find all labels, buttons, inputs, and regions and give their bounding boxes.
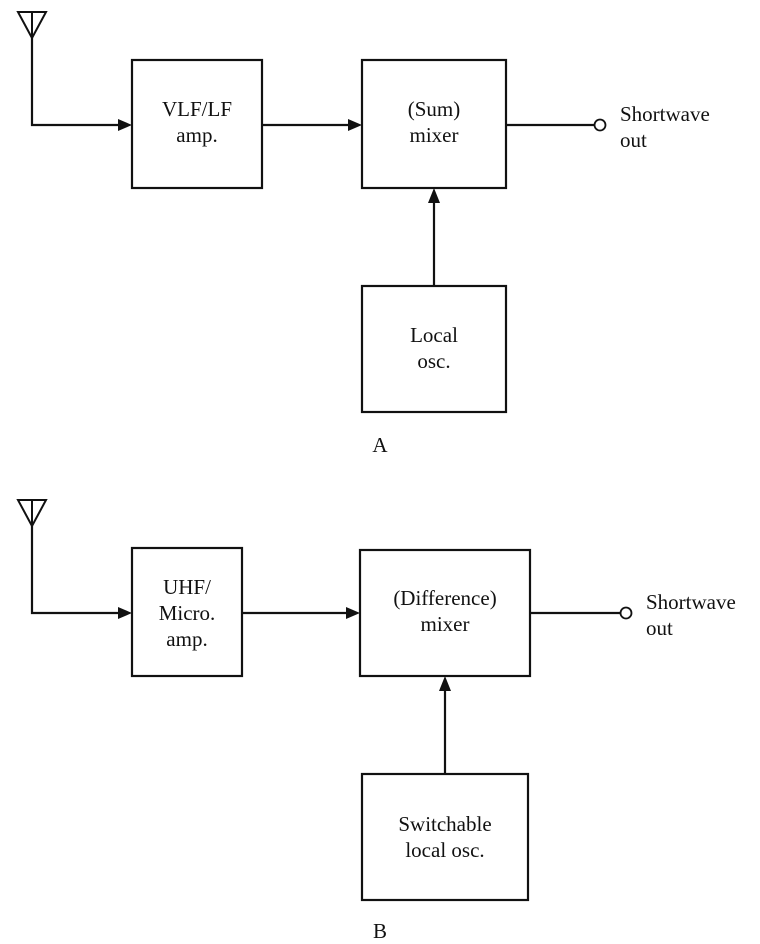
mixer-block-a — [360, 58, 508, 190]
mixer-label-b-line2: mixer — [421, 612, 470, 636]
caption-a: A — [372, 433, 388, 457]
arrow-into-amp-a — [118, 119, 132, 131]
mixer-label-a-line1: (Sum) — [408, 97, 461, 121]
output-label-b-line1: Shortwave — [646, 590, 736, 614]
amp-label-b-line2: Micro. — [159, 601, 216, 625]
arrow-into-mixer-b — [346, 607, 360, 619]
osc-label-b-line1: Switchable — [398, 812, 491, 836]
diagram-b: UHF/ Micro. amp. (Difference) mixer Shor… — [16, 499, 736, 943]
output-terminal-b — [619, 606, 633, 620]
osc-block-a — [360, 284, 508, 414]
output-label-a-line2: out — [620, 128, 647, 152]
mixer-label-b-line1: (Difference) — [393, 586, 496, 610]
caption-b: B — [373, 919, 387, 943]
osc-label-b-line2: local osc. — [405, 838, 484, 862]
arrow-into-mixer-from-osc-b — [439, 676, 451, 691]
mixer-label-a-line2: mixer — [410, 123, 459, 147]
osc-label-a-line1: Local — [410, 323, 458, 347]
osc-label-a-line2: osc. — [417, 349, 450, 373]
amp-label-a-line1: VLF/LF — [162, 97, 232, 121]
amp-label-b-line3: amp. — [166, 627, 207, 651]
amp-label-b-line1: UHF/ — [163, 575, 211, 599]
wire-antenna-to-amp-b — [30, 526, 120, 615]
output-terminal-a — [593, 118, 607, 132]
osc-block-b — [360, 772, 530, 902]
arrow-into-mixer-a — [348, 119, 362, 131]
wire-antenna-to-amp-a — [30, 38, 120, 127]
output-label-a-line1: Shortwave — [620, 102, 710, 126]
antenna-a — [16, 11, 48, 41]
amp-block-a — [130, 58, 264, 190]
antenna-b — [16, 499, 48, 529]
amp-label-a-line2: amp. — [176, 123, 217, 147]
diagram-a: VLF/LF amp. (Sum) mixer Shortwave out Lo… — [16, 11, 710, 457]
output-label-b-line2: out — [646, 616, 673, 640]
arrow-into-mixer-from-osc-a — [428, 188, 440, 203]
arrow-into-amp-b — [118, 607, 132, 619]
amp-block-b — [130, 546, 244, 678]
